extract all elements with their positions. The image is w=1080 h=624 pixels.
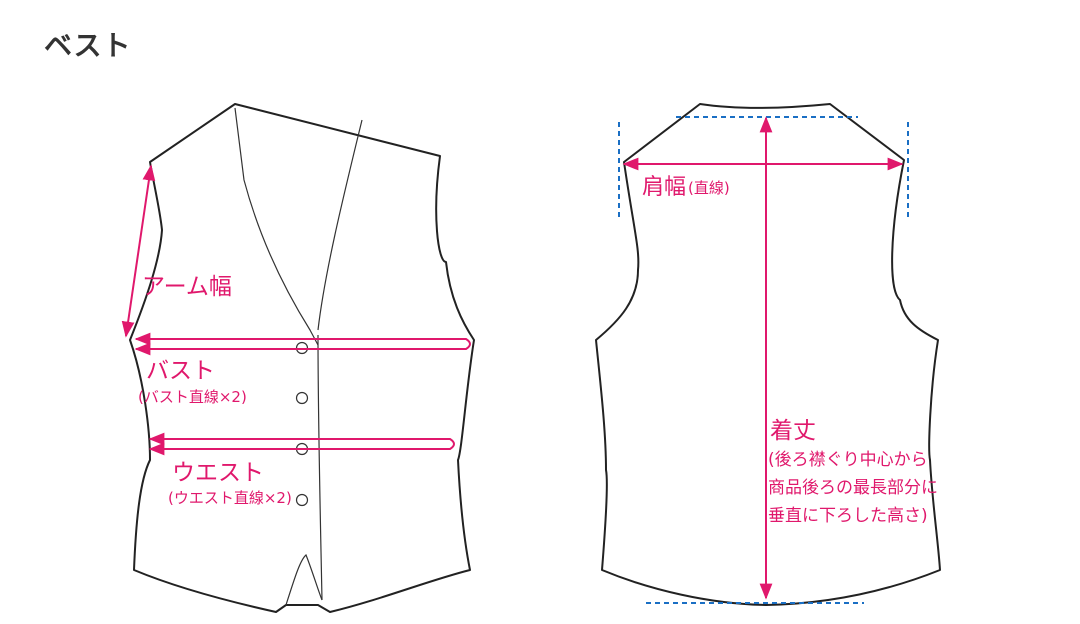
shoulder-width-label: 肩幅 bbox=[642, 175, 686, 200]
bust-arrow bbox=[134, 332, 471, 356]
length-note-line-2: 商品後ろの最長部分に bbox=[768, 478, 938, 498]
length-note-line-3: 垂直に下ろした高さ) bbox=[768, 506, 928, 526]
button-2 bbox=[295, 391, 309, 405]
bust-label: バスト bbox=[146, 358, 215, 384]
front-right-lapel bbox=[317, 119, 363, 331]
waist-note: (ウエスト直線×2) bbox=[168, 489, 292, 507]
arm-width-arrow bbox=[121, 164, 156, 338]
length-note-line-1: (後ろ襟ぐり中心から bbox=[768, 450, 928, 470]
waist-arrow bbox=[148, 432, 455, 456]
length-label: 着丈 bbox=[770, 418, 816, 444]
arm-width-label: アーム幅 bbox=[142, 274, 232, 300]
front-measurements: アーム幅 バスト (バスト直線×2) ウエスト (ウエスト直線×2) bbox=[121, 164, 471, 507]
button-4 bbox=[295, 493, 309, 507]
front-center-line bbox=[317, 334, 323, 601]
back-measurements: 肩幅 (直線) 着丈 (後ろ襟ぐり中心から 商品後ろの最長部分に 垂直に下ろした… bbox=[618, 116, 938, 604]
waist-label: ウエスト bbox=[172, 460, 264, 486]
front-hem-notch bbox=[285, 554, 323, 606]
page-title: ベスト bbox=[44, 29, 132, 62]
front-left-lapel bbox=[234, 107, 319, 346]
bust-note: (バスト直線×2) bbox=[138, 388, 247, 406]
shoulder-width-note: (直線) bbox=[688, 179, 730, 197]
